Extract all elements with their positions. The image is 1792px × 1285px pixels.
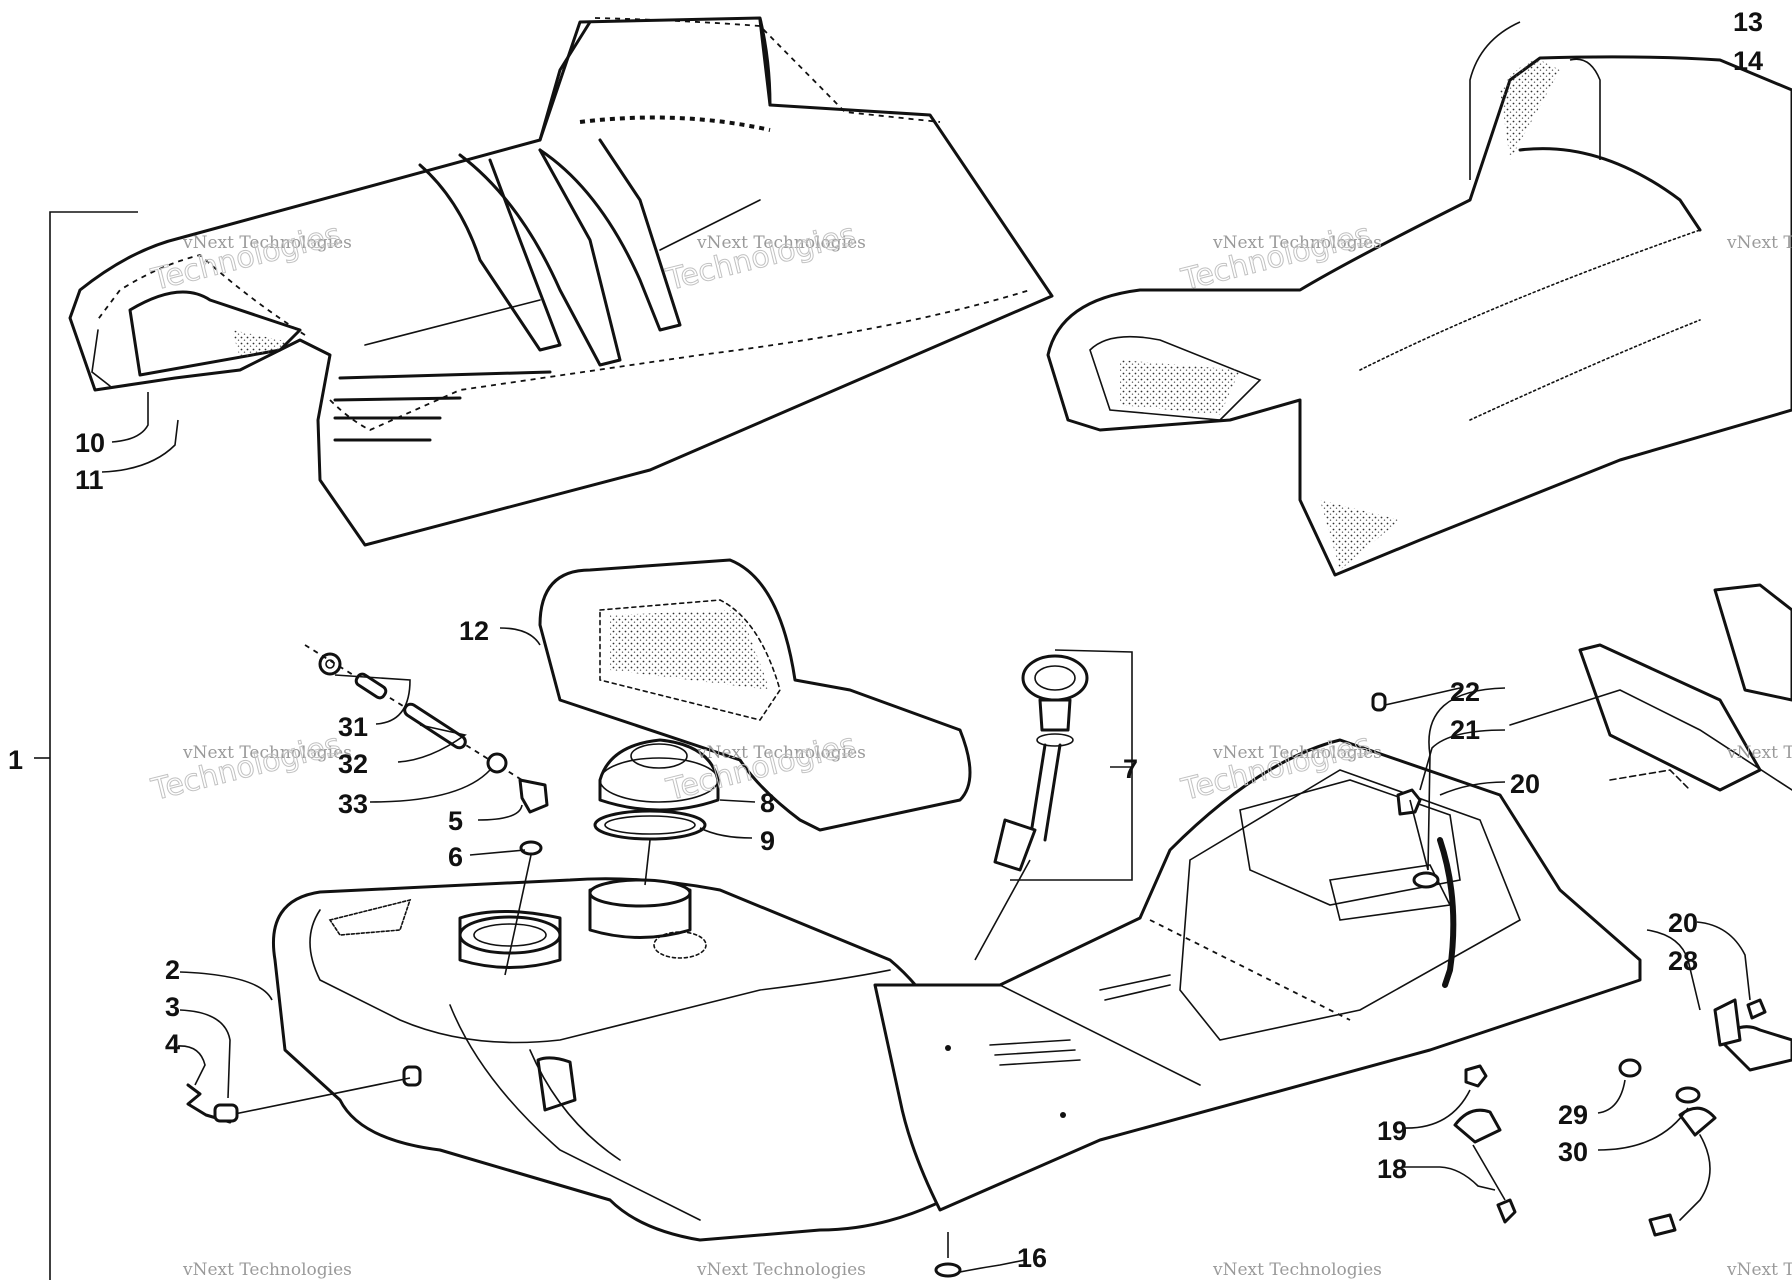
callout-20a: 20	[1510, 769, 1540, 799]
fuel-tank-drawing	[219, 877, 982, 1242]
callout-19: 19	[1377, 1116, 1407, 1146]
fuel-sender-drawing	[974, 649, 1133, 961]
tail-light-drawing	[1509, 583, 1792, 1072]
callout-18: 18	[1377, 1154, 1407, 1184]
callout-13: 13	[1733, 7, 1763, 37]
callout-7: 7	[1123, 754, 1138, 784]
callout-21: 21	[1450, 715, 1480, 745]
callout-31: 31	[338, 712, 368, 742]
callout-29: 29	[1558, 1100, 1588, 1130]
callout-30: 30	[1558, 1137, 1588, 1167]
watermark-text: vNext Technologies	[1726, 743, 1792, 763]
callout-28: 28	[1668, 946, 1698, 976]
vent-hardware-drawing	[186, 644, 549, 1124]
watermark-text: vNext Technologies	[1726, 233, 1792, 253]
callout-6: 6	[448, 842, 463, 872]
watermark-text: vNext Technologies	[696, 233, 866, 253]
callout-11: 11	[75, 465, 104, 495]
callout-12: 12	[459, 616, 489, 646]
callout-2: 2	[165, 955, 180, 985]
watermark-text: vNext Technologies	[182, 743, 352, 763]
callout-1: 1	[8, 745, 23, 775]
gas-cap-drawing	[593, 738, 720, 886]
callout-20b: 20	[1668, 908, 1698, 938]
watermark-text: vNext Technologies	[1212, 233, 1382, 253]
callout-8: 8	[760, 788, 775, 818]
callout-labels: 1 2 3 4 5 6 7 8 9 10 11 12 13 14 16 18 1…	[8, 7, 1763, 1273]
tray-drawing	[873, 738, 1642, 1212]
callout-16: 16	[1017, 1243, 1047, 1273]
watermark-text: vNext Technologies	[1212, 743, 1382, 763]
watermark-text-outline: Technologies	[147, 727, 343, 808]
watermark-text: vNext Technologies	[1726, 1260, 1792, 1280]
callout-4: 4	[165, 1029, 180, 1059]
seat-pad-drawing	[538, 558, 972, 832]
callout-22: 22	[1450, 677, 1480, 707]
watermark-text: vNext Technologies	[182, 1260, 352, 1280]
seat-right-drawing	[1046, 55, 1792, 577]
callout-9: 9	[760, 826, 775, 856]
watermark-text: vNext Technologies	[182, 233, 352, 253]
callout-33: 33	[338, 789, 368, 819]
watermark-text: vNext Technologies	[696, 743, 866, 763]
small-hardware-drawing	[934, 687, 1767, 1278]
callout-10: 10	[75, 428, 105, 458]
watermark-text: vNext Technologies	[696, 1260, 866, 1280]
watermark-text: vNext Technologies	[1212, 1260, 1382, 1280]
callout-3: 3	[165, 992, 180, 1022]
callout-14: 14	[1733, 46, 1763, 76]
assembly-bracket	[34, 211, 138, 1280]
seat-left-drawing	[68, 16, 1054, 547]
callout-32: 32	[338, 749, 368, 779]
leader-lines	[101, 21, 1751, 1273]
callout-5: 5	[448, 806, 463, 836]
